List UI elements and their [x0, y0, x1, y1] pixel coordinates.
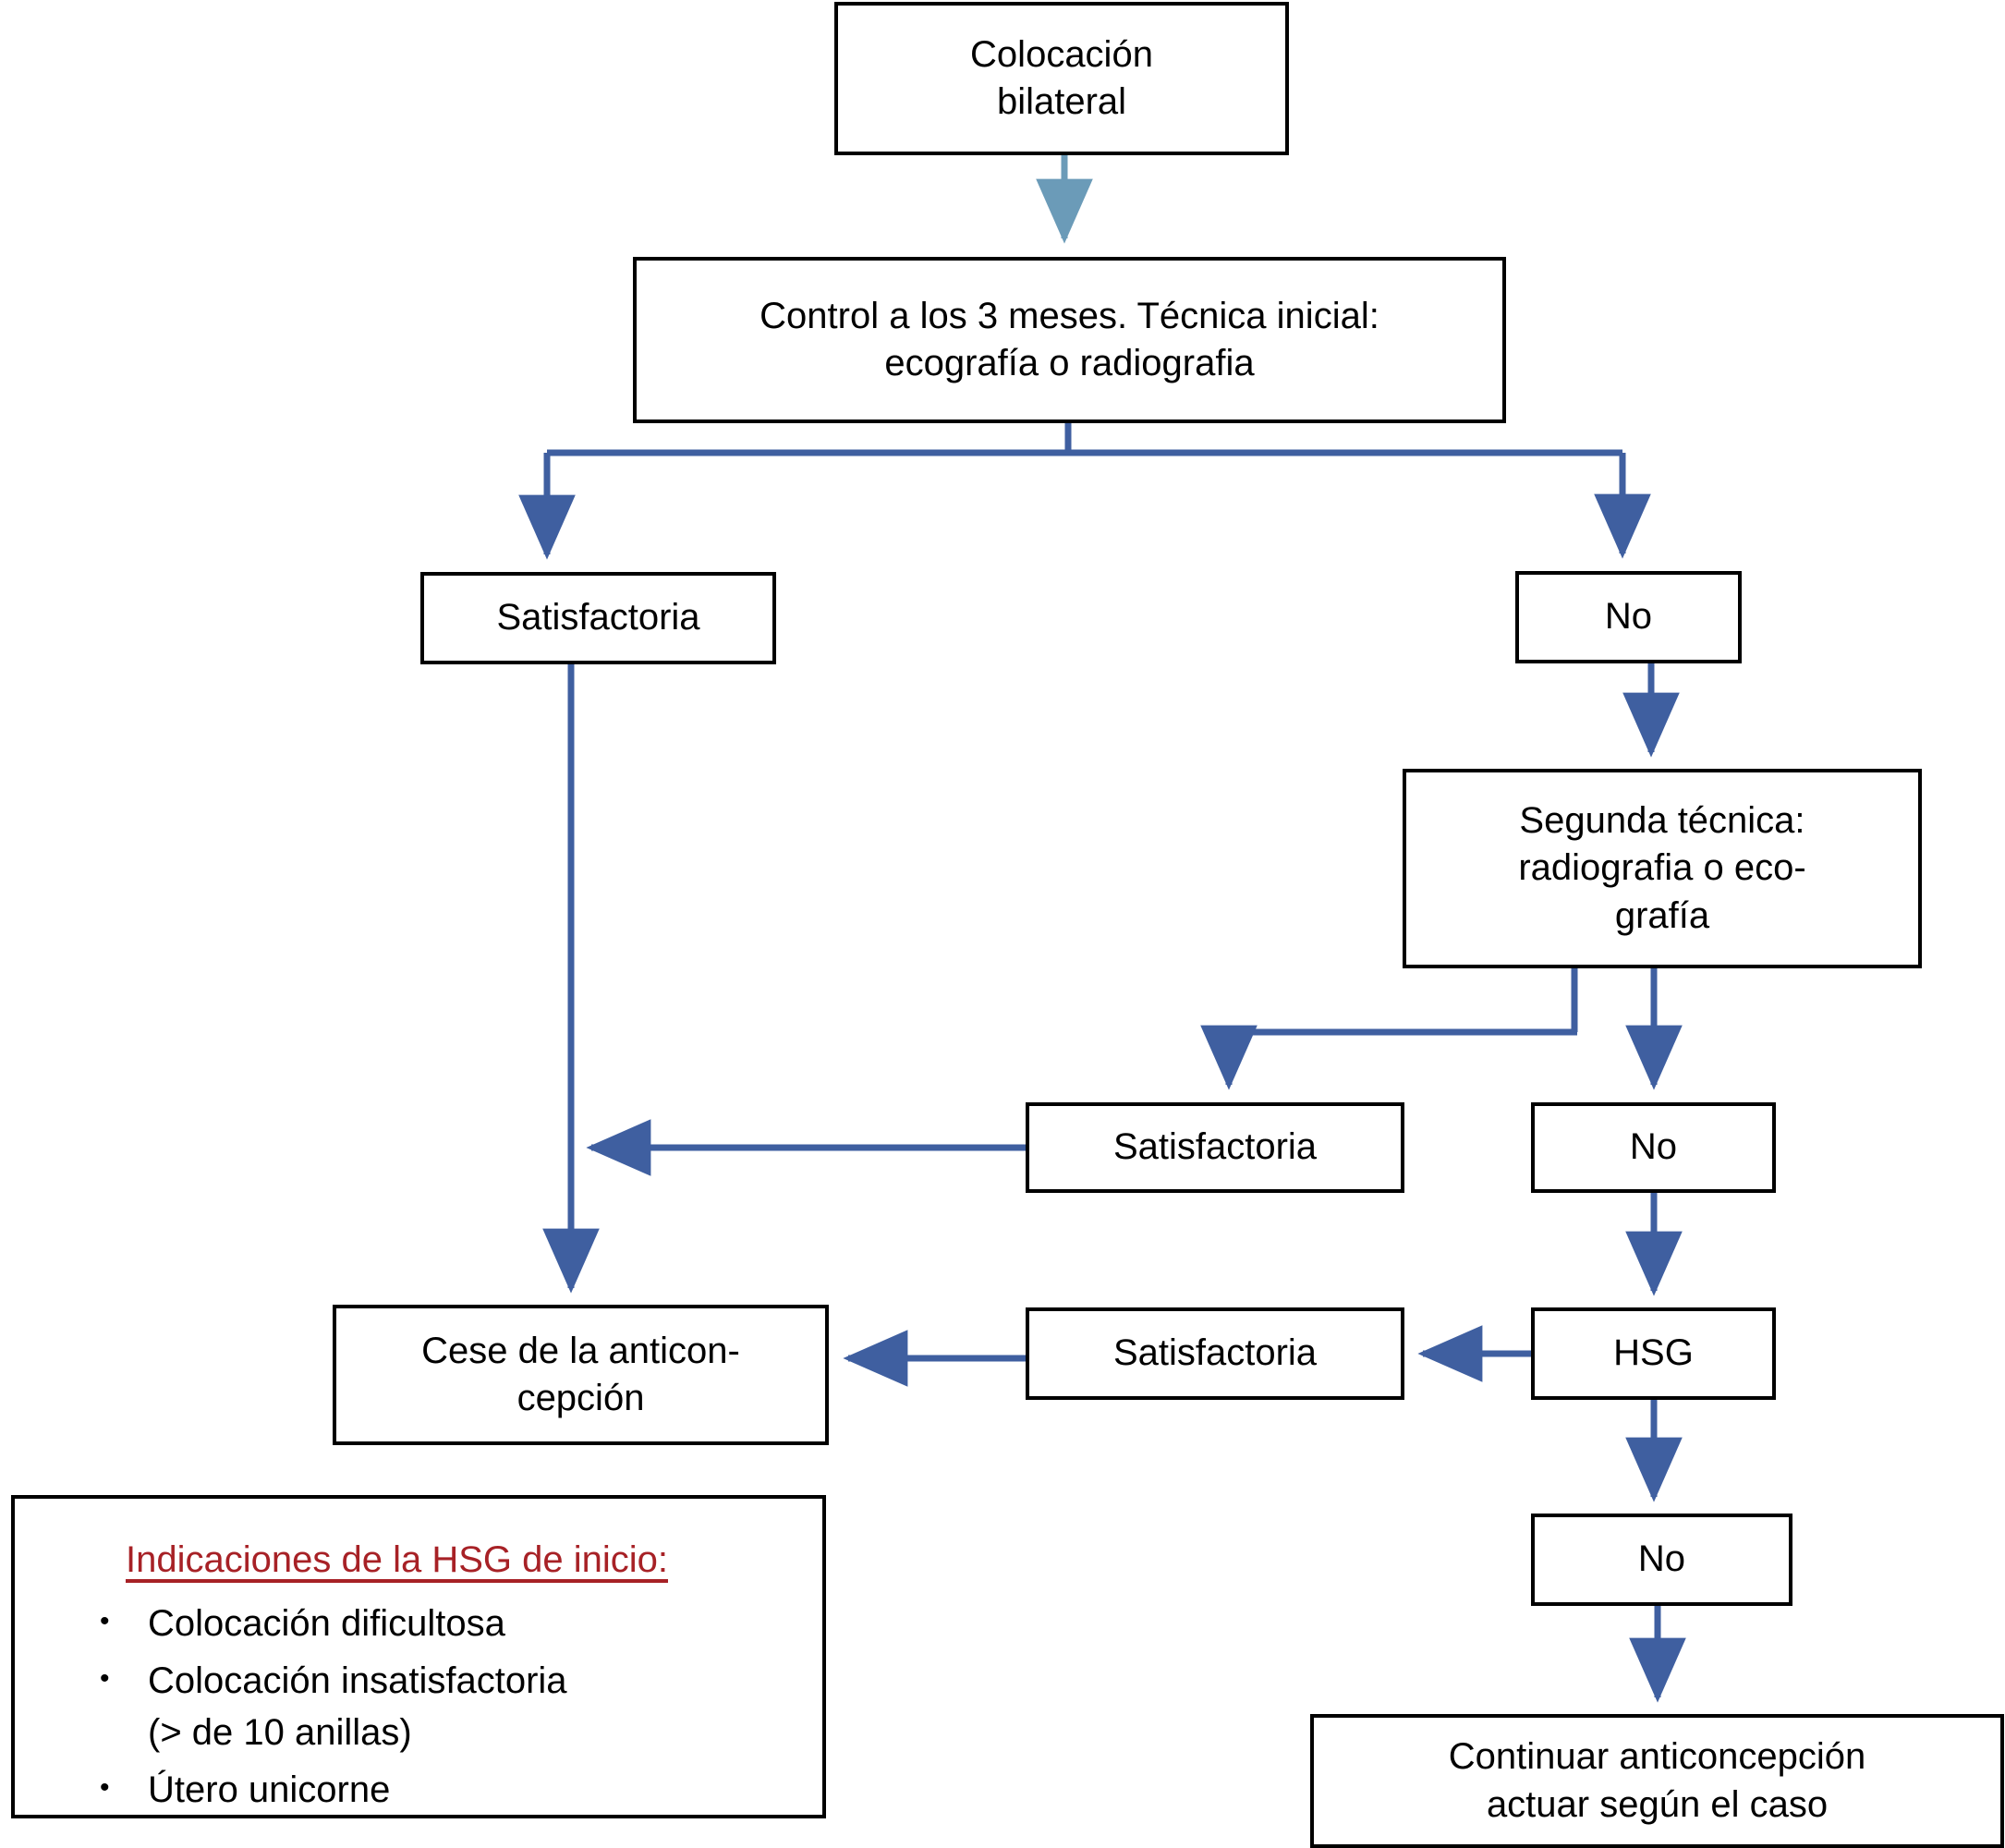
legend-indicaciones-hsg: Indicaciones de la HSG de inicio: • Colo…	[11, 1495, 826, 1818]
node-colocacion-bilateral[interactable]: Colocación bilateral	[834, 2, 1289, 155]
node-satisfactoria-hsg[interactable]: Satisfactoria	[1026, 1307, 1404, 1400]
node-no-segunda[interactable]: No	[1531, 1102, 1776, 1193]
list-item: • Útero unicorne	[100, 1764, 822, 1816]
legend-item-label: Útero unicorne	[148, 1769, 391, 1810]
node-continuar-anticoncepcion[interactable]: Continuar anticoncepción actuar según el…	[1310, 1714, 2004, 1848]
legend-title: Indicaciones de la HSG de inicio:	[126, 1539, 668, 1580]
legend-item-label: Colocación insatisfactoria (> de 10 anil…	[148, 1660, 567, 1753]
list-item: • Colocación dificultosa	[100, 1598, 822, 1649]
bullet-icon: •	[100, 1606, 110, 1636]
node-no-hsg[interactable]: No	[1531, 1514, 1792, 1606]
node-no-primera[interactable]: No	[1515, 571, 1742, 663]
legend-item-label: Colocación dificultosa	[148, 1603, 505, 1644]
edge-control-split-trunk	[547, 423, 1622, 456]
node-satisfactoria-primera[interactable]: Satisfactoria	[420, 572, 776, 664]
bullet-icon: •	[100, 1663, 110, 1694]
node-control-3-meses[interactable]: Control a los 3 meses. Técnica inicial: …	[633, 257, 1506, 423]
node-satisfactoria-segunda[interactable]: Satisfactoria	[1026, 1102, 1404, 1193]
legend-list: • Colocación dificultosa • Colocación in…	[100, 1598, 822, 1816]
edge-segunda-to-segunda-elbow	[1200, 968, 1578, 1090]
node-segunda-tecnica[interactable]: Segunda técnica: radiografia o eco- graf…	[1403, 769, 1922, 968]
bullet-icon: •	[100, 1772, 110, 1803]
node-hsg[interactable]: HSG	[1531, 1307, 1776, 1400]
list-item: • Colocación insatisfactoria (> de 10 an…	[100, 1655, 822, 1758]
node-cese-anticoncepcion[interactable]: Cese de la anticon- cepción	[333, 1305, 829, 1445]
